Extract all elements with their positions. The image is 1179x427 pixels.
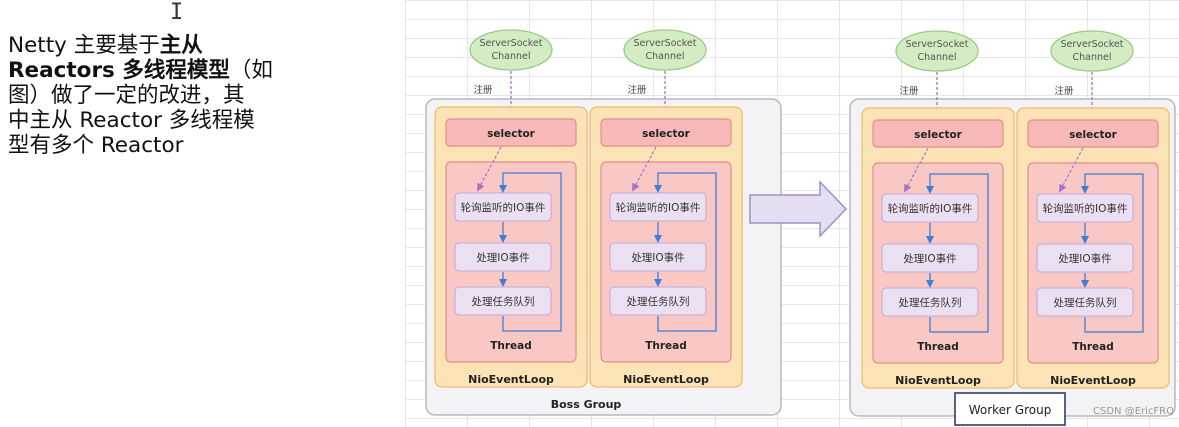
description-line-1: Netty 主要基于主从 (8, 33, 203, 58)
server-socket-channel-label: Channel (917, 52, 956, 63)
handle-io-events-label: 处理IO事件 (903, 252, 956, 265)
description-line-2: Reactors 多线程模型（如 (8, 58, 273, 83)
selector-to-poll-arrow (632, 146, 657, 192)
thread-label: Thread (917, 341, 959, 353)
poll-io-events-label: 轮询监听的IO事件 (1043, 202, 1128, 215)
server-socket-channel-label: Channel (645, 51, 684, 62)
handle-task-queue-label: 处理任务队列 (472, 295, 535, 308)
server-socket-channel-label: ServerSocket (480, 38, 543, 49)
handle-io-events-label: 处理IO事件 (631, 251, 684, 264)
handle-task-queue-box (609, 286, 707, 316)
selector-label: selector (1069, 129, 1118, 141)
server-socket-channel-label: ServerSocket (634, 38, 697, 49)
worker-group-label-box (954, 392, 1066, 426)
register-label: 注册 (473, 84, 493, 96)
server-socket-channel-label: ServerSocket (1061, 39, 1124, 50)
worker-group-label: Worker Group (969, 403, 1052, 417)
handle-task-queue-box (881, 287, 979, 317)
handle-task-queue-label: 处理任务队列 (1054, 296, 1117, 309)
handle-io-events-box (454, 242, 552, 272)
description-text: Netty 主要基于主从 Reactors 多线程模型（如 图）做了一定的改进，… (8, 33, 338, 158)
server-socket-channel-label: Channel (1072, 52, 1111, 63)
thread-label: Thread (1072, 341, 1114, 353)
thread-label: Thread (645, 340, 687, 352)
selector-to-poll-arrow (904, 147, 929, 193)
register-label: 注册 (627, 84, 647, 96)
poll-io-events-label: 轮询监听的IO事件 (461, 201, 546, 214)
selector-box (1027, 119, 1159, 148)
boss-group-label: Boss Group (551, 398, 622, 411)
loop-back-arrow (654, 172, 717, 332)
selector-box (445, 118, 577, 147)
poll-io-events-box (1036, 193, 1134, 223)
nio-event-loop-label: NioEventLoop (895, 374, 981, 387)
nio-event-loop-label: NioEventLoop (468, 373, 554, 386)
description-line-4: 中主从 Reactor 多线程模 (8, 108, 255, 133)
selector-label: selector (642, 128, 691, 140)
handle-task-queue-label: 处理任务队列 (899, 296, 962, 309)
server-socket-channel-node (1050, 30, 1134, 72)
server-socket-channel-node (623, 29, 707, 71)
selector-to-poll-arrow (477, 146, 502, 192)
thread-label: Thread (490, 340, 532, 352)
handle-io-events-box (1036, 243, 1134, 273)
transition-arrow (749, 180, 848, 238)
loop-back-arrow (926, 173, 989, 333)
server-socket-channel-node (895, 30, 979, 72)
nio-event-loop-label: NioEventLoop (1050, 374, 1136, 387)
handle-io-events-label: 处理IO事件 (1058, 252, 1111, 265)
selector-box (600, 118, 732, 147)
selector-label: selector (487, 128, 536, 140)
selector-to-poll-arrow (1059, 147, 1084, 193)
handle-io-events-box (881, 243, 979, 273)
handle-task-queue-label: 处理任务队列 (627, 295, 690, 308)
loop-back-arrow (1081, 173, 1144, 333)
text-cursor-icon: I (170, 0, 184, 25)
server-socket-channel-label: ServerSocket (906, 39, 969, 50)
description-line-5: 型有多个 Reactor (8, 133, 184, 158)
handle-io-events-label: 处理IO事件 (476, 251, 529, 264)
poll-io-events-box (609, 192, 707, 222)
handle-task-queue-box (454, 286, 552, 316)
register-label: 注册 (899, 85, 919, 97)
server-socket-channel-node (469, 29, 553, 71)
nio-event-loop-label: NioEventLoop (623, 373, 709, 386)
poll-io-events-label: 轮询监听的IO事件 (888, 202, 973, 215)
poll-io-events-box (881, 193, 979, 223)
loop-back-arrow (499, 172, 562, 332)
selector-label: selector (914, 129, 963, 141)
watermark-label: CSDN @EricFRQ (1093, 406, 1174, 417)
handle-task-queue-box (1036, 287, 1134, 317)
description-line-3: 图）做了一定的改进，其 (8, 83, 245, 108)
register-label: 注册 (1054, 85, 1074, 97)
handle-io-events-box (609, 242, 707, 272)
poll-io-events-box (454, 192, 552, 222)
server-socket-channel-label: Channel (491, 51, 530, 62)
selector-box (872, 119, 1004, 148)
poll-io-events-label: 轮询监听的IO事件 (616, 201, 701, 214)
